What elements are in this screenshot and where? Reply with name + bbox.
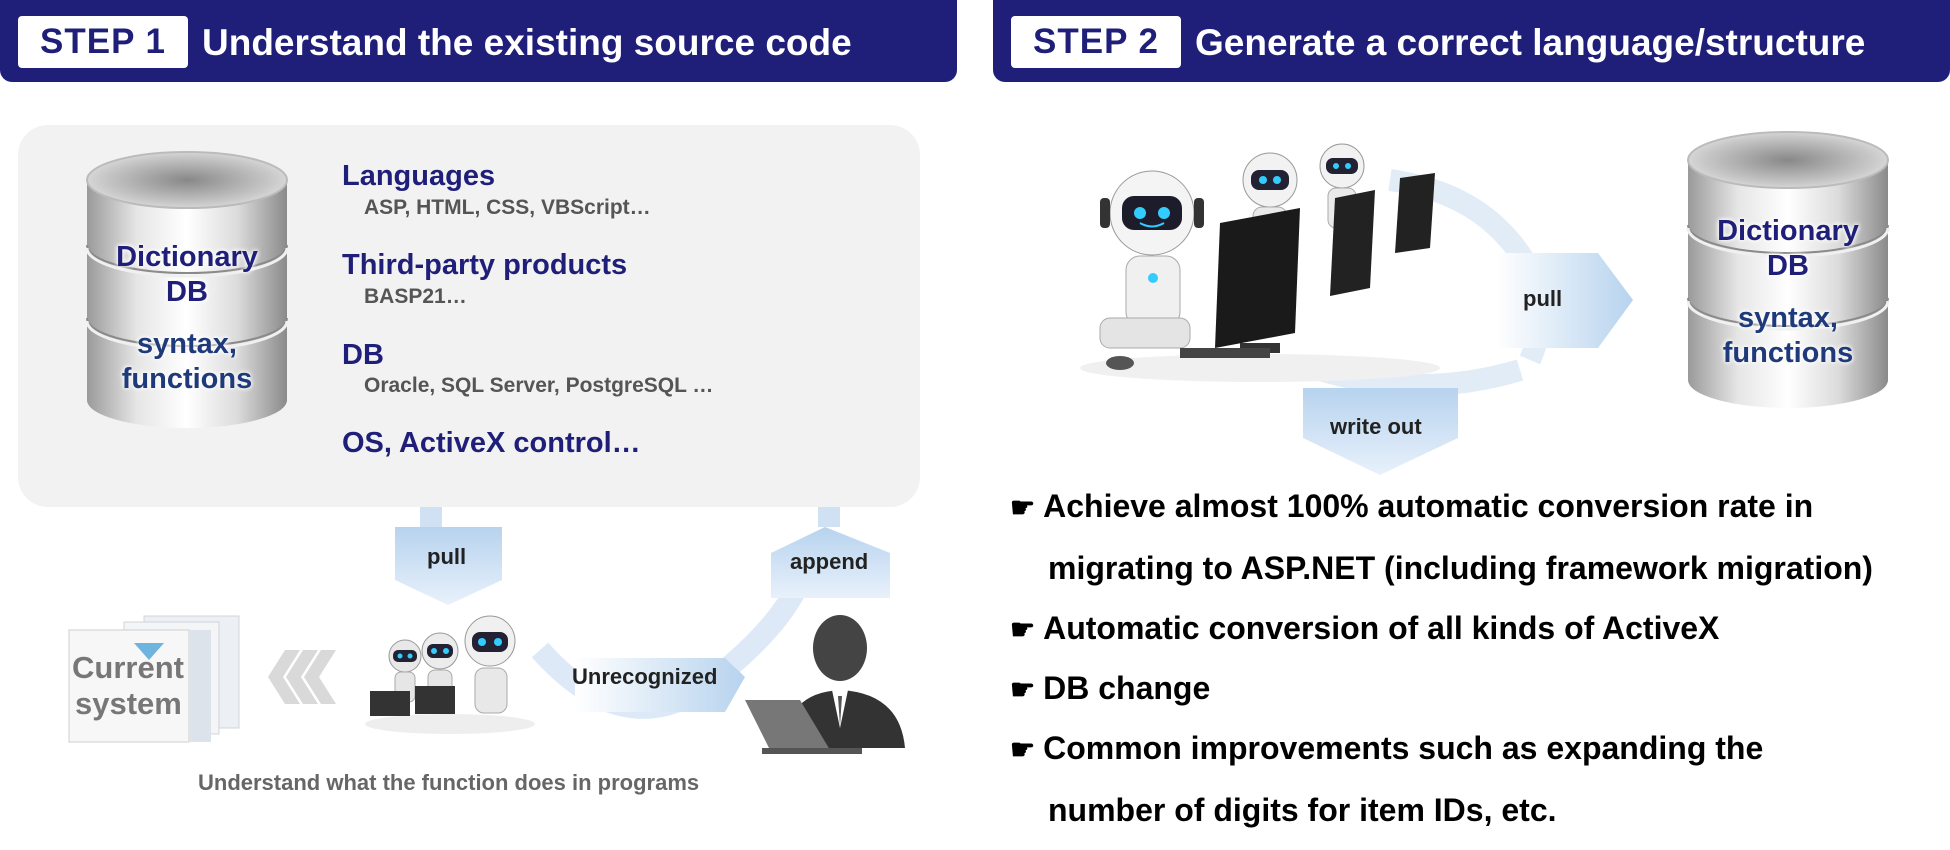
robot-operators-icon xyxy=(1080,143,1440,382)
pointing-hand-icon: ☛ xyxy=(1010,492,1036,523)
step1-caption: Understand what the function does in pro… xyxy=(198,770,700,795)
bullet-item: ☛DB change xyxy=(1010,670,1210,707)
step2-db-label-3: syntax, xyxy=(1738,302,1838,334)
bullet-text: Achieve almost 100% automatic conversion… xyxy=(1043,488,1814,524)
step2-database-cylinder-icon xyxy=(1686,131,1890,408)
category-languages-desc: ASP, HTML, CSS, VBScript… xyxy=(364,196,651,219)
bullet-text: Common improvements such as expanding th… xyxy=(1043,730,1764,766)
step1-database-cylinder-icon xyxy=(85,151,289,428)
bullet-text: DB change xyxy=(1043,670,1211,706)
step2-db-label-1: Dictionary xyxy=(1717,215,1859,247)
step2-db-label-4: functions xyxy=(1722,337,1854,369)
step2-header: STEP 2 Generate a correct language/struc… xyxy=(993,0,1950,82)
step1-title: Understand the existing source code xyxy=(202,22,852,63)
pointing-hand-icon: ☛ xyxy=(1010,734,1036,765)
pointing-hand-icon: ☛ xyxy=(1010,674,1036,705)
category-db-desc: Oracle, SQL Server, PostgreSQL … xyxy=(364,374,714,397)
step1-flow-arrows xyxy=(268,507,890,719)
robot-workers-icon xyxy=(365,615,535,734)
category-languages-title: Languages xyxy=(342,160,496,192)
category-third-party-title: Third-party products xyxy=(342,249,628,281)
bullet-item: ☛Common improvements such as expanding t… xyxy=(1010,730,1763,767)
step1-db-label-4: functions xyxy=(121,363,253,395)
bullet-text: Automatic conversion of all kinds of Act… xyxy=(1043,610,1720,646)
server-rack-icon xyxy=(68,615,240,743)
step2-write-out-label: write out xyxy=(1330,414,1422,439)
pointing-hand-icon: ☛ xyxy=(1010,614,1036,645)
bullet-item-continued: migrating to ASP.NET (including framewor… xyxy=(1048,550,1873,586)
step1-db-label-1: Dictionary xyxy=(116,241,258,273)
step1-pull-label: pull xyxy=(427,544,467,569)
step1-unrecognized-label: Unrecognized xyxy=(572,664,718,689)
step2-db-label-2: DB xyxy=(1767,250,1809,282)
bullet-item-continued: number of digits for item IDs, etc. xyxy=(1048,792,1557,828)
person-laptop-icon xyxy=(745,615,905,754)
step2-flow-arrows xyxy=(1303,169,1633,475)
current-system-label-2: system xyxy=(75,686,182,721)
bullet-item: ☛Achieve almost 100% automatic conversio… xyxy=(1010,488,1813,525)
current-system-label-1: Current xyxy=(72,650,184,685)
category-third-party-desc: BASP21… xyxy=(364,285,467,308)
category-db-title: DB xyxy=(342,339,384,371)
step1-badge: STEP 1 xyxy=(18,16,188,68)
step2-pull-label: pull xyxy=(1523,286,1563,311)
step1-append-label: append xyxy=(790,549,869,574)
category-os-title: OS, ActiveX control… xyxy=(342,427,641,459)
step1-db-label-2: DB xyxy=(166,276,208,308)
bullet-item: ☛Automatic conversion of all kinds of Ac… xyxy=(1010,610,1719,647)
step1-header: STEP 1 Understand the existing source co… xyxy=(0,0,957,82)
step2-badge: STEP 2 xyxy=(1011,16,1181,68)
step1-db-label-3: syntax, xyxy=(137,328,237,360)
step2-title: Generate a correct language/structure xyxy=(1195,22,1866,63)
